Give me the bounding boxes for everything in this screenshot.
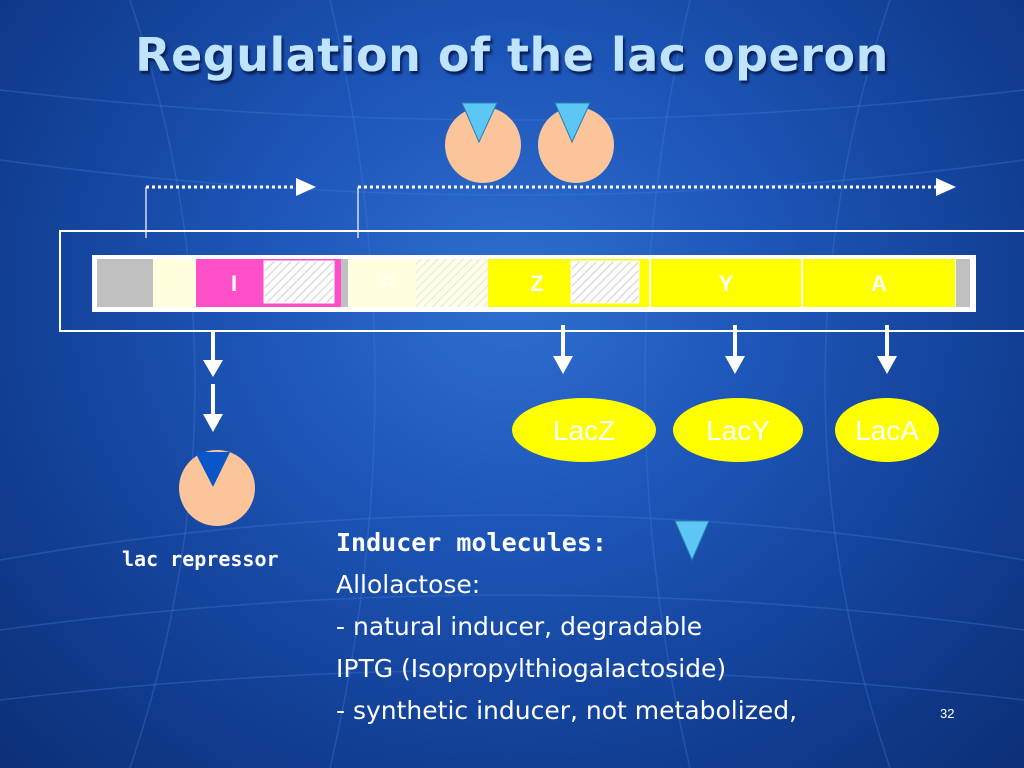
operator-segment: [416, 259, 488, 307]
lacy-protein: [673, 398, 803, 462]
inducer-bound-repressor: [538, 102, 614, 183]
arrow-z-to-lacz: [553, 325, 573, 374]
arrow-i-to-mrna: [203, 331, 223, 377]
y-label: Y: [719, 271, 734, 296]
y-gene-segment: [651, 259, 801, 307]
z-label: Z: [530, 271, 543, 296]
lacy-label: LacY: [706, 415, 770, 446]
laca-label: LacA: [855, 415, 919, 446]
inducer-line: Allolactose:: [336, 570, 481, 599]
lac-repressor-shape: [179, 450, 255, 526]
dna-end-left: [97, 259, 153, 307]
inducer-icon: [674, 520, 710, 562]
inducer-description: Inducer molecules: Allolactose: - natura…: [336, 522, 797, 732]
repressor-label: lac repressor: [122, 547, 279, 571]
transcript-arrow-repressor: [145, 178, 316, 238]
laca-protein: [835, 398, 939, 462]
inducer-line: - natural inducer, degradable: [336, 612, 703, 641]
dna-end-right: [956, 259, 970, 307]
i-label: I: [231, 271, 237, 296]
p-label: P: [381, 271, 396, 296]
gap-segment: [341, 259, 348, 307]
arrow-to-repressor: [203, 384, 223, 432]
lacz-label: LacZ: [553, 415, 615, 446]
lacz-protein: [512, 398, 656, 462]
p-segment: [348, 259, 416, 307]
arrow-y-to-lacy: [725, 325, 745, 374]
dna-frame: [59, 230, 1024, 332]
slide-number: 32: [940, 706, 955, 721]
i-gene-hatch: [263, 260, 335, 304]
pi-label: Pi: [164, 271, 185, 296]
inducer-line: IPTG (Isopropylthiogalactoside): [336, 654, 727, 683]
z-gene-hatch: [570, 260, 640, 304]
inducer-line: - synthetic inducer, not metabolized,: [336, 696, 798, 725]
inducer-heading: Inducer molecules:: [336, 528, 607, 557]
a-label: A: [871, 271, 887, 296]
transcript-arrow-operon: [357, 178, 956, 238]
a-gene-segment: [803, 259, 955, 307]
arrow-a-to-laca: [877, 325, 897, 374]
pi-segment: [153, 259, 196, 307]
slide-title: Regulation of the lac operon: [135, 28, 889, 82]
inducer-bound-repressor: [445, 102, 521, 183]
